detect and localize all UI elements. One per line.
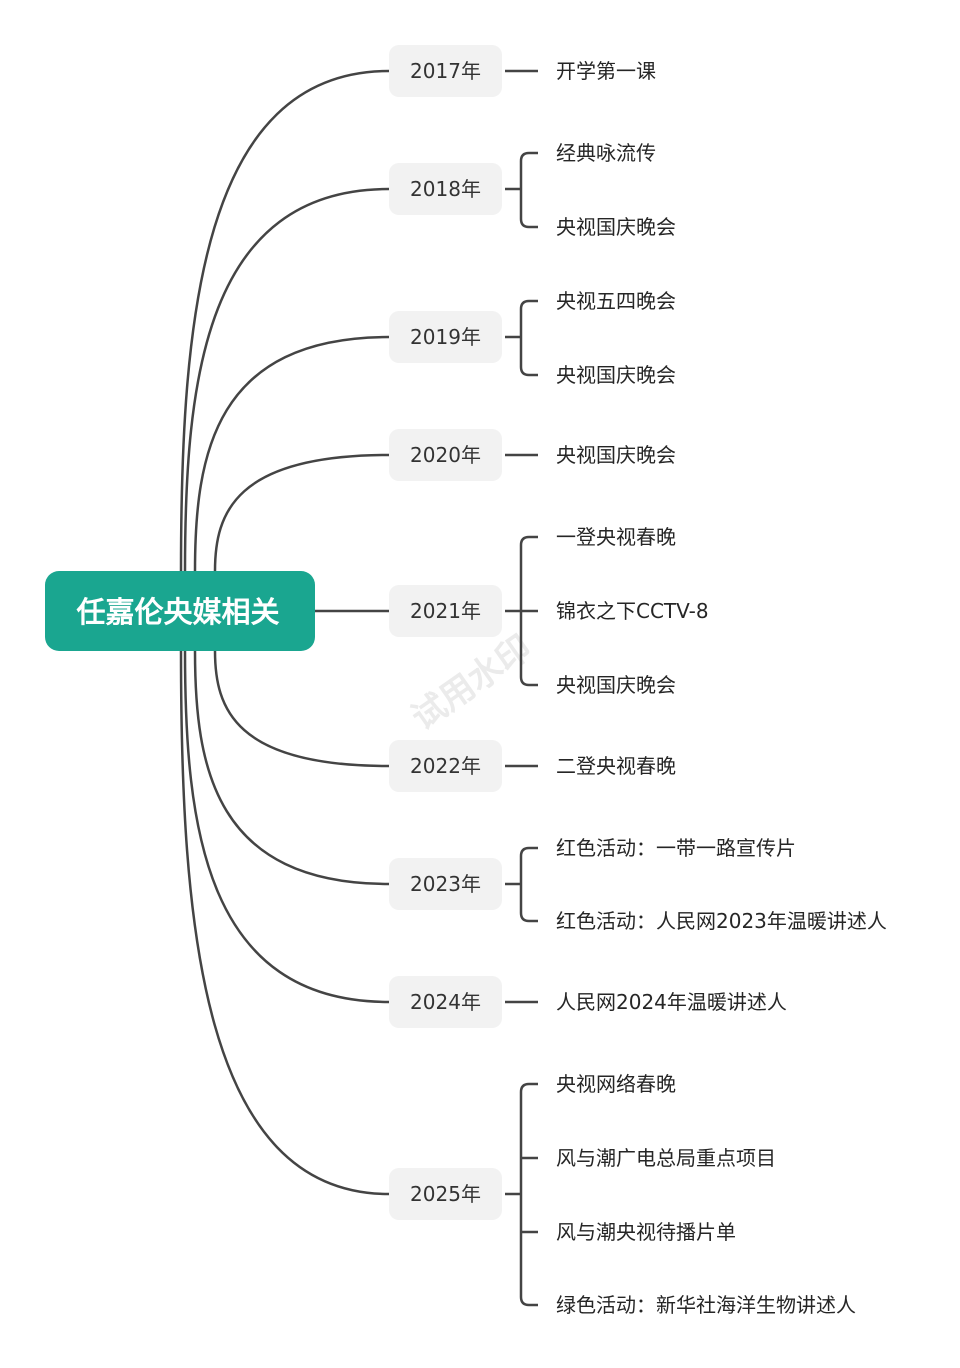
year-node-8[interactable]: 2025年 — [389, 1168, 502, 1220]
leaf-label[interactable]: 央视国庆晚会 — [556, 673, 676, 697]
bracket-connector — [519, 299, 538, 377]
year-label: 2019年 — [410, 325, 481, 349]
leaf-label[interactable]: 红色活动：人民网2023年温暖讲述人 — [556, 909, 887, 933]
year-node-7[interactable]: 2024年 — [389, 976, 502, 1028]
leaf-label[interactable]: 风与潮央视待播片单 — [556, 1220, 736, 1244]
root-node[interactable]: 任嘉伦央媒相关 — [45, 571, 315, 651]
year-label: 2022年 — [410, 754, 481, 778]
branch-connector — [179, 650, 390, 1196]
leaf-label[interactable]: 央视国庆晚会 — [556, 363, 676, 387]
year-label: 2020年 — [410, 443, 481, 467]
bracket-connector — [519, 846, 538, 923]
year-node-4[interactable]: 2021年 — [389, 585, 502, 637]
year-box[interactable] — [389, 740, 502, 792]
leaf-label[interactable]: 央视国庆晚会 — [556, 215, 676, 239]
year-node-6[interactable]: 2023年 — [389, 858, 502, 910]
branch-connector — [193, 650, 390, 886]
year-box[interactable] — [389, 976, 502, 1028]
root-box[interactable] — [45, 571, 315, 651]
year-node-3[interactable]: 2020年 — [389, 429, 502, 481]
branch-connector — [213, 453, 390, 572]
year-label: 2021年 — [410, 599, 481, 623]
year-box[interactable] — [389, 585, 502, 637]
leaf-label[interactable]: 风与潮广电总局重点项目 — [556, 1146, 776, 1170]
year-node-5[interactable]: 2022年 — [389, 740, 502, 792]
branch-connector — [183, 650, 390, 1004]
year-box[interactable] — [389, 858, 502, 910]
leaf-label[interactable]: 央视国庆晚会 — [556, 443, 676, 467]
leaf-label[interactable]: 锦衣之下CCTV-8 — [556, 599, 709, 623]
leaf-label[interactable]: 经典咏流传 — [556, 141, 656, 165]
connector-lines — [179, 69, 538, 1307]
bracket-connector — [519, 1082, 538, 1307]
leaf-label[interactable]: 央视网络春晚 — [556, 1072, 676, 1096]
year-label: 2024年 — [410, 990, 481, 1014]
year-label: 2023年 — [410, 872, 481, 896]
year-label: 2025年 — [410, 1182, 481, 1206]
leaf-label[interactable]: 一登央视春晚 — [556, 525, 676, 549]
leaf-label[interactable]: 人民网2024年温暖讲述人 — [556, 990, 787, 1014]
year-box[interactable] — [389, 45, 502, 97]
year-node-0[interactable]: 2017年 — [389, 45, 502, 97]
leaf-label[interactable]: 开学第一课 — [556, 59, 656, 83]
branch-connector — [183, 187, 390, 572]
branch-connector — [193, 335, 390, 572]
watermark: 试用水印 — [405, 628, 539, 739]
root-title: 任嘉伦央媒相关 — [75, 595, 279, 629]
leaf-label[interactable]: 绿色活动：新华社海洋生物讲述人 — [556, 1293, 856, 1317]
leaf-label[interactable]: 央视五四晚会 — [556, 289, 676, 313]
branch-connector — [179, 69, 390, 572]
year-box[interactable] — [389, 163, 502, 215]
year-label: 2018年 — [410, 177, 481, 201]
year-node-1[interactable]: 2018年 — [389, 163, 502, 215]
branch-connector — [213, 650, 390, 768]
leaf-label[interactable]: 红色活动：一带一路宣传片 — [556, 836, 796, 860]
leaf-label[interactable]: 二登央视春晚 — [556, 754, 676, 778]
year-box[interactable] — [389, 311, 502, 363]
year-label: 2017年 — [410, 59, 481, 83]
year-box[interactable] — [389, 429, 502, 481]
bracket-connector — [519, 151, 538, 229]
year-node-2[interactable]: 2019年 — [389, 311, 502, 363]
year-box[interactable] — [389, 1168, 502, 1220]
